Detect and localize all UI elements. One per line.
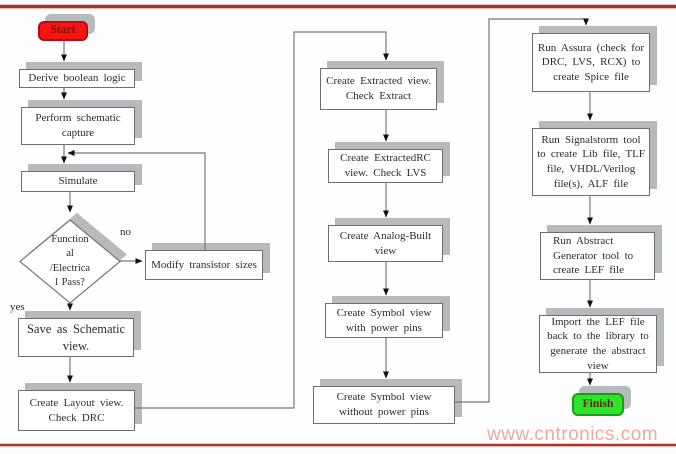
create-analog-built-view-node: Create Analog-Built view — [328, 225, 443, 262]
node-label: Create Analog-Built view — [339, 229, 432, 257]
start-node: Start — [38, 21, 88, 41]
node-label: Create Symbol view without power pins — [336, 391, 432, 418]
finish-node: Finish — [572, 393, 624, 416]
import-lef-file-node: Import the LEF file back to the library … — [539, 315, 657, 373]
decision-label: Function al /Electrica l Pass? — [49, 233, 91, 288]
run-signalstorm-node: Run Signalstorm tool to create Lib file,… — [532, 128, 650, 196]
node-label: Create Extracted view. Check Extract — [326, 75, 431, 102]
node-label: Create Layout view. Check DRC — [29, 396, 124, 424]
create-extractedrc-view-node: Create ExtractedRC view. Check LVS — [328, 149, 443, 183]
create-extracted-view-node: Create Extracted view. Check Extract — [320, 68, 437, 110]
node-label: Perform schematic capture — [35, 112, 121, 139]
create-layout-view-node: Create Layout view. Check DRC — [18, 390, 135, 431]
derive-boolean-logic-node: Derive boolean logic — [19, 69, 135, 88]
node-label: Create Symbol view with power pins — [336, 306, 432, 334]
node-label: Create ExtractedRC view. Check LVS — [340, 152, 431, 179]
functional-electrical-pass-decision: Function al /Electrica l Pass? — [28, 229, 112, 294]
node-label: Run Abstract Generator tool to create LE… — [553, 235, 634, 277]
finish-label: Finish — [582, 397, 614, 410]
edge-label-no: no — [120, 226, 131, 238]
node-label: Save as Schematic view. — [26, 322, 126, 353]
node-label: Import the LEF file back to the library … — [547, 315, 649, 372]
create-symbol-view-without-power-pins-node: Create Symbol view without power pins — [313, 386, 455, 424]
node-label: Derive boolean logic — [28, 72, 126, 85]
top-divider-line — [0, 5, 676, 8]
node-label: Run Signalstorm tool to create Lib file,… — [537, 133, 645, 190]
run-abstract-generator-node: Run Abstract Generator tool to create LE… — [540, 232, 655, 280]
watermark-text: www.cntronics.com — [487, 424, 659, 445]
start-label: Start — [50, 24, 76, 37]
modify-transistor-sizes-node: Modify transistor sizes — [145, 250, 263, 280]
save-as-schematic-view-node: Save as Schematic view. — [18, 318, 134, 357]
bottom-divider-line — [0, 444, 676, 446]
run-assura-node: Run Assura (check for DRC, LVS, RCX) to … — [532, 33, 650, 92]
edge-label-yes: yes — [10, 301, 25, 313]
create-symbol-view-with-power-pins-node: Create Symbol view with power pins — [325, 303, 443, 338]
perform-schematic-capture-node: Perform schematic capture — [21, 107, 135, 145]
node-label: Modify transistor sizes — [151, 258, 257, 271]
simulate-node: Simulate — [21, 171, 135, 192]
node-label: Run Assura (check for DRC, LVS, RCX) to … — [537, 41, 645, 83]
node-label: Simulate — [58, 175, 98, 188]
